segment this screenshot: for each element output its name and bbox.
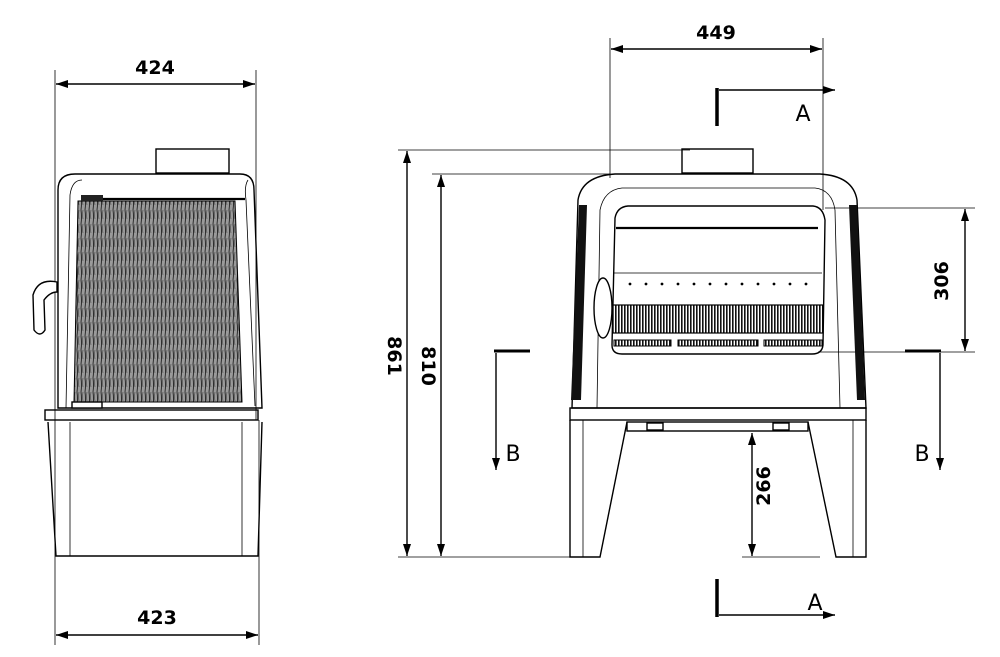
air-holes [628,282,808,286]
ash-vent [677,339,759,347]
legs [569,420,867,558]
ash-vent [763,339,823,347]
body-edge [244,179,256,407]
left-side-panel [571,205,587,400]
hinge-top [81,195,103,201]
section-label-a-bottom: A [807,591,822,616]
section-label-b-right: B [914,442,929,467]
door-window [611,205,826,355]
dimension-label-810: 810 [417,346,439,386]
section-markers: A A B B [492,86,944,619]
stove-body-front [571,173,867,409]
body-inner-edge [596,187,841,409]
rail-foot [646,422,664,431]
ash-drawer-rail [626,421,809,432]
grate-bars [612,304,824,334]
flue-collar [155,148,230,174]
section-label-a-top: A [795,102,810,127]
dimension-label-306: 306 [931,261,953,301]
door-handle-side [32,280,58,335]
door-handle-front [593,277,613,339]
hinge-bottom [71,401,103,409]
side-glass-panel [73,200,243,403]
dimension-label-424: 424 [135,57,175,79]
pedestal-side [47,421,263,557]
section-label-b-left: B [505,442,520,467]
side-view: 424 423 [32,57,263,645]
base-plate-side [44,409,259,421]
front-view: 449 861 810 306 [383,22,975,558]
base-plate-front [569,407,867,421]
dimension-label-266: 266 [753,466,775,506]
flue-collar-front [681,148,754,174]
dimension-label-861: 861 [383,336,405,376]
rail-foot [772,422,790,431]
body-edge [65,179,83,409]
right-side-panel [849,205,865,400]
dimension-label-449: 449 [696,22,736,44]
stove-body-side [57,173,263,409]
ash-vent [613,339,672,347]
dimension-label-423: 423 [137,607,177,629]
